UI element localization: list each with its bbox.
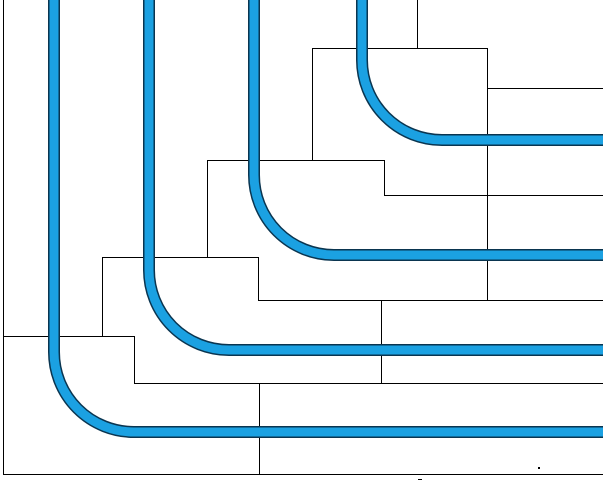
stray-dot (418, 479, 422, 480)
stray-dot (538, 467, 540, 469)
pipe-3 (249, 0, 603, 260)
pipe-4-outline (356, 0, 603, 146)
pipe-1 (49, 0, 603, 437)
pipe-2 (144, 0, 603, 355)
pipe-1-outline (48, 0, 603, 438)
pipe-4 (357, 0, 603, 145)
room-partitions (3, 0, 603, 475)
pipe-3-outline (248, 0, 603, 261)
outer-frame (3, 0, 603, 475)
pipe-2-outline (143, 0, 603, 356)
pipes (48, 0, 603, 438)
